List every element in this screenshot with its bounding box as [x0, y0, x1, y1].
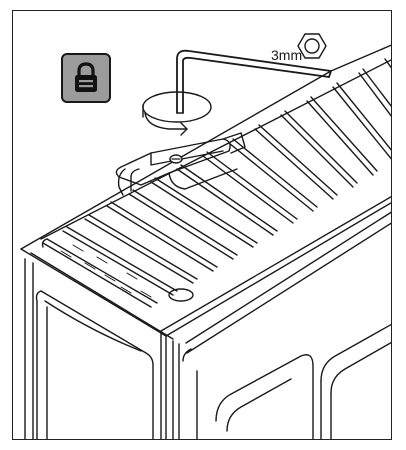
lock-badge — [61, 53, 111, 103]
illustration-frame: 3mm — [12, 10, 392, 440]
hex-key — [176, 49, 332, 114]
hex-size-indicator — [297, 33, 327, 59]
radiator-front-panel — [20, 211, 391, 439]
radiator-illustration — [20, 33, 391, 439]
louvre-slat-row — [41, 58, 391, 308]
rotation-arrow — [142, 91, 212, 136]
lock-icon — [75, 62, 97, 92]
tool-size-label: 3mm — [271, 47, 303, 63]
top-louvre-slats — [20, 44, 391, 337]
mounting-bracket — [115, 132, 246, 196]
